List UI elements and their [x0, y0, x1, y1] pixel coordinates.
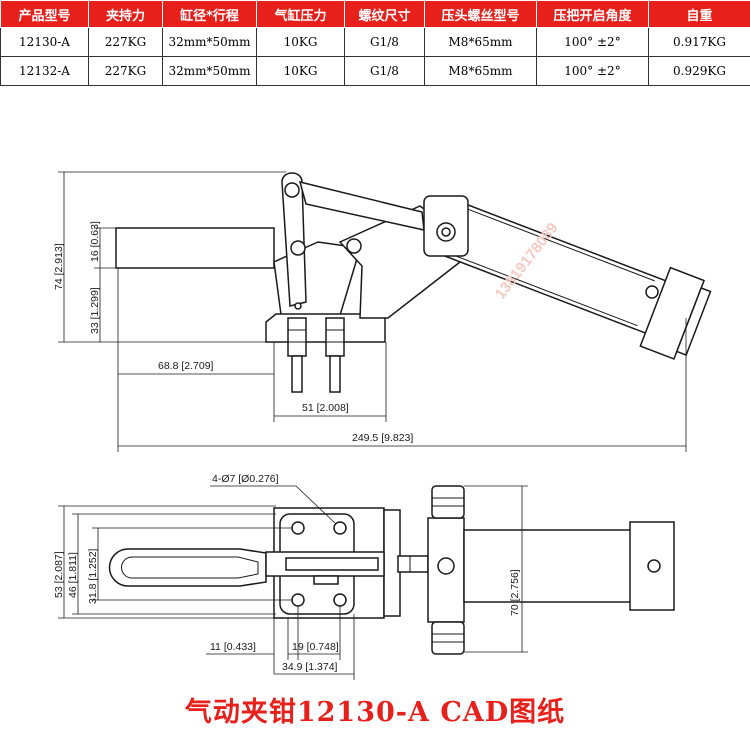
connecting-link: [298, 180, 425, 231]
handle-loop: [108, 548, 267, 587]
end-cap-pin: [647, 559, 661, 573]
top-view: 4-Ø7 [Ø0.276] 53 [2.087] 46 [1.811] 31.8…: [53, 473, 675, 680]
header-thread: 螺纹尺寸: [344, 0, 425, 28]
dim-width-mid: 46 [1.811]: [67, 552, 79, 598]
bolt-shank: [291, 355, 303, 393]
cylinder-tube: [438, 200, 712, 360]
dim-width-total: 53 [2.087]: [53, 551, 65, 598]
table-cell: 10KG: [256, 27, 345, 57]
pivot-pin: [290, 240, 306, 256]
mounting-hole: [333, 593, 347, 607]
pivot-pin: [284, 182, 300, 198]
header-weight: 自重: [648, 0, 750, 28]
table-row: 12130-A 227KG 32mm*50mm 10KG G1/8 M8*65m…: [0, 27, 750, 57]
dim-height-base: 33 [1.299]: [89, 287, 101, 334]
pivot-pin: [645, 285, 659, 299]
bolt-shank: [329, 355, 341, 393]
table-row: 12132-A 227KG 32mm*50mm 10KG G1/8 M8*65m…: [0, 56, 750, 86]
mounting-hole: [333, 521, 347, 535]
linkage-arm: [281, 172, 307, 307]
table-cell: 227KG: [88, 56, 163, 86]
cylinder-tube-top: [463, 529, 637, 603]
dim-overall-length: 249.5 [9.823]: [352, 432, 413, 444]
clevis-pin: [437, 557, 455, 575]
table-cell: 0.917KG: [648, 27, 750, 57]
table-cell: 100° ±2°: [536, 56, 649, 86]
dim-height-total: 74 [2.913]: [53, 243, 65, 290]
table-cell: G1/8: [344, 56, 425, 86]
table-cell: 32mm*50mm: [162, 27, 257, 57]
header-spindle: 压头螺丝型号: [424, 0, 537, 28]
header-angle: 压把开启角度: [536, 0, 649, 28]
cad-drawing: 74 [2.913] 33 [1.299] 16 [0.63] 68.8 [2.…: [53, 171, 712, 680]
mounting-hole: [291, 593, 305, 607]
handle-rod: [115, 227, 275, 269]
drawing-title: 气动夹钳12130-A CAD图纸: [184, 697, 566, 728]
table-cell: 227KG: [88, 27, 163, 57]
dim-base-width: 51 [2.008]: [302, 402, 349, 414]
dim-width-inner: 31.8 [1.252]: [87, 548, 99, 604]
table-cell: 0.929KG: [648, 56, 750, 86]
mounting-hole: [291, 521, 305, 535]
dim-edge-11: 11 [0.433]: [210, 641, 256, 653]
spec-table: 产品型号 夹持力 缸径*行程 气缸压力 螺纹尺寸 压头螺丝型号 压把开启角度 自…: [0, 0, 750, 86]
pivot-pin: [346, 238, 362, 254]
piston-rod: [397, 555, 429, 573]
table-cell: 12132-A: [0, 56, 89, 86]
table-cell: 12130-A: [0, 27, 89, 57]
table-cell: M8*65mm: [424, 56, 537, 86]
table-header-row: 产品型号 夹持力 缸径*行程 气缸压力 螺纹尺寸 压头螺丝型号 压把开启角度 自…: [0, 0, 750, 28]
dim-holes: 4-Ø7 [Ø0.276]: [212, 473, 279, 485]
dim-height-arm: 16 [0.63]: [89, 221, 101, 262]
dim-base-349: 34.9 [1.374]: [282, 661, 338, 673]
table-cell: G1/8: [344, 27, 425, 57]
dim-reach: 68.8 [2.709]: [158, 360, 214, 372]
mounting-bolt: [287, 317, 307, 357]
side-view: 74 [2.913] 33 [1.299] 16 [0.63] 68.8 [2.…: [53, 171, 712, 452]
mounting-bolt: [325, 317, 345, 357]
dim-cylinder-width: 70 [2.756]: [509, 569, 521, 616]
header-model: 产品型号: [0, 0, 89, 28]
dim-hole-19: 19 [0.748]: [292, 641, 339, 653]
